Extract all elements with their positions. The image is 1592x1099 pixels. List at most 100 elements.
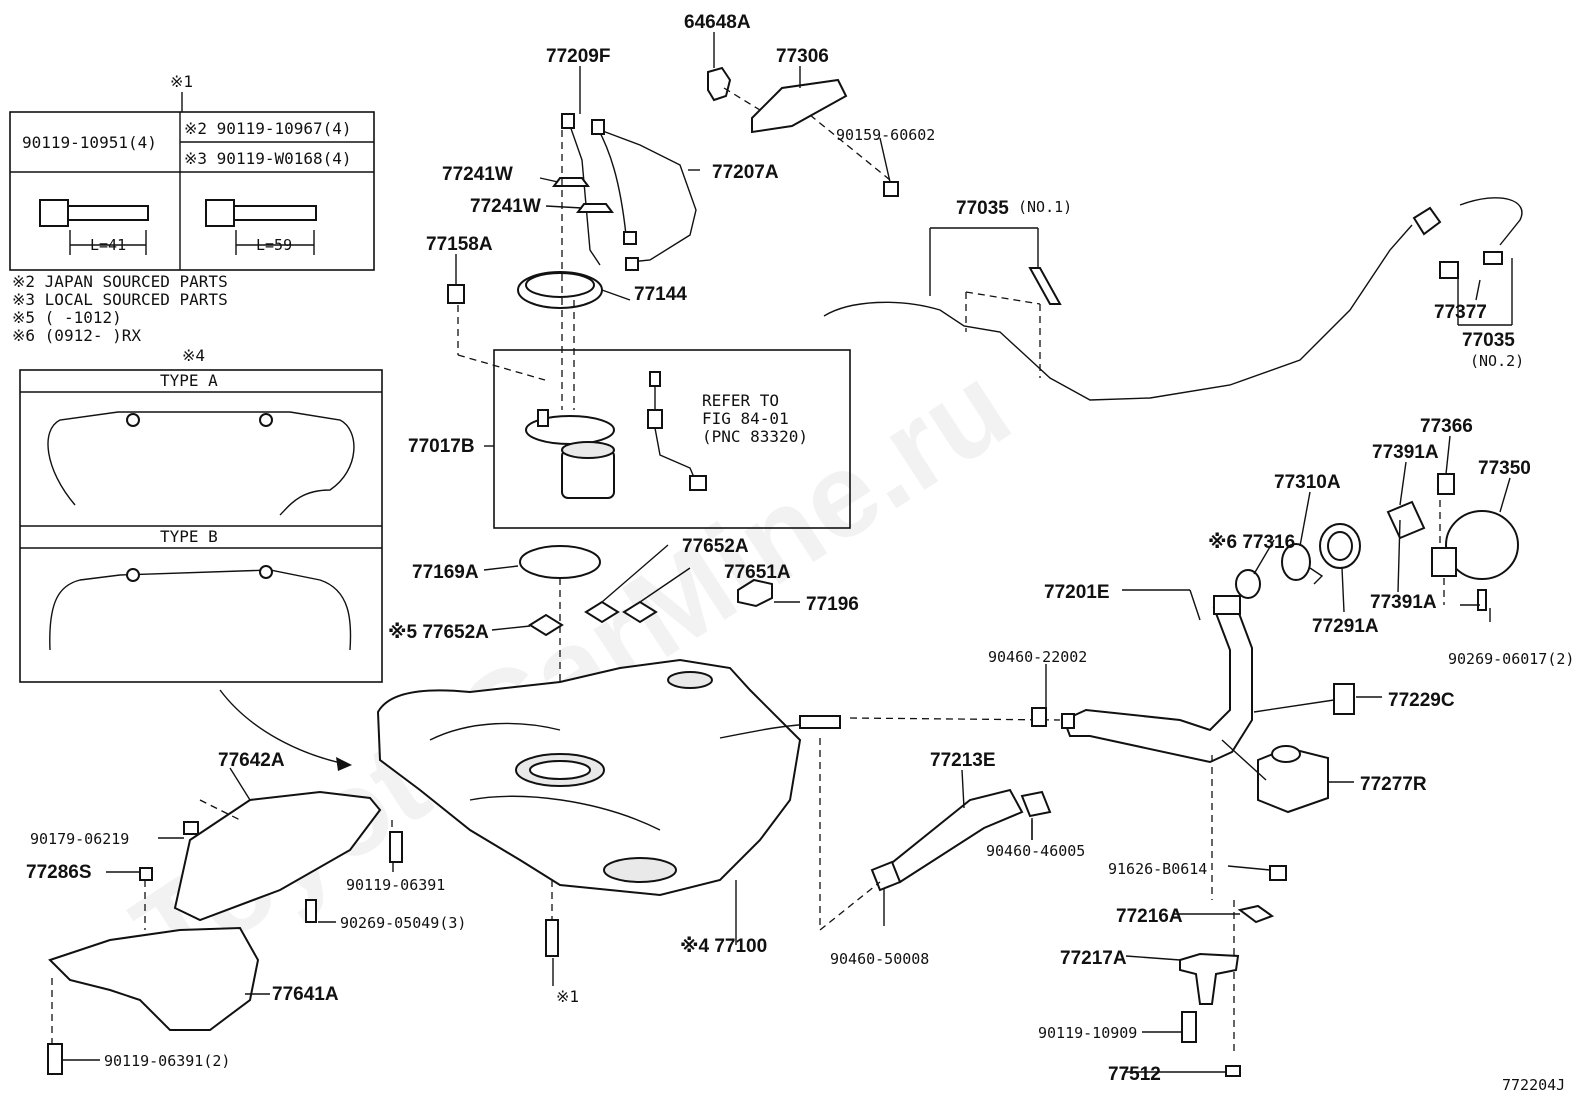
label-77213E: 77213E	[930, 750, 996, 771]
label-77651A: 77651A	[724, 562, 791, 583]
label-77377: 77377	[1434, 302, 1487, 323]
label-90269-05049: 90269-05049(3)	[340, 914, 466, 932]
clip-77366-icon	[1437, 473, 1455, 495]
pad-77652A-1-icon	[528, 613, 564, 637]
label-77350: 77350	[1478, 458, 1531, 479]
label-77241W-2: 77241W	[470, 196, 541, 217]
fuel-tank-77100-icon	[376, 658, 841, 897]
pad-77652A-2-icon	[584, 600, 620, 624]
refer-line-3: (PNC 83320)	[702, 427, 808, 446]
label-77642A: 77642A	[218, 750, 285, 771]
bolt-long-icon	[205, 199, 317, 255]
label-no2: (NO.2)	[1470, 352, 1524, 370]
bolt-long-length: L=59	[256, 236, 292, 254]
label-77241W-1: 77241W	[442, 164, 513, 185]
type-box: ※4 TYPE A TYPE B	[19, 346, 383, 683]
bolt-90119-06391-icon	[389, 831, 403, 863]
arrow-type-to-tank	[219, 689, 351, 766]
bolt-table-mark: ※1	[170, 72, 193, 91]
notes: ※2 JAPAN SOURCED PARTS ※3 LOCAL SOURCED …	[12, 272, 228, 345]
bracket-77217A-icon	[1179, 952, 1240, 1005]
label-90119-06391: 90119-06391	[346, 876, 445, 894]
cap-77310A-icon	[1281, 543, 1311, 581]
protector-77642A-icon	[173, 790, 382, 922]
label-90179-06219: 90179-06219	[30, 830, 129, 848]
label-77217A: 77217A	[1060, 948, 1127, 969]
label-77641A: 77641A	[272, 984, 339, 1005]
label-77391A-1: 77391A	[1372, 442, 1439, 463]
label-90119-10909: 90119-10909	[1038, 1024, 1137, 1042]
label-77286S: 77286S	[26, 862, 92, 883]
screw-90269-05049-icon	[305, 899, 317, 923]
note-local: ※3 LOCAL SOURCED PARTS	[12, 290, 228, 309]
label-77652A-2: ※5 77652A	[388, 622, 489, 643]
bolt-tank-icon	[545, 919, 559, 957]
label-77196: 77196	[806, 594, 859, 615]
clip-77241W-2-icon	[576, 203, 614, 213]
pump-assembly-box	[493, 349, 851, 529]
label-91626-B0614: 91626-B0614	[1108, 860, 1207, 878]
note-5: ※5 ( -1012)	[12, 308, 122, 327]
cover-77306-icon	[751, 78, 848, 134]
label-90119-06391-2: 90119-06391(2)	[104, 1052, 230, 1070]
clamp-90460-22002-icon	[1031, 707, 1047, 727]
refer-line-2: FIG 84-01	[702, 409, 789, 428]
bolt-right-part-1: ※2 90119-10967(4)	[184, 119, 352, 138]
lever-77035-icon	[1412, 206, 1442, 236]
label-77277R: 77277R	[1360, 774, 1427, 795]
clip-77035-no1-icon	[1028, 267, 1062, 305]
pad-77651A-icon	[622, 600, 658, 624]
bolt-short-length: L=41	[90, 236, 126, 254]
label-77310A: 77310A	[1274, 472, 1341, 493]
label-90460-22002: 90460-22002	[988, 648, 1087, 666]
label-77017B: 77017B	[408, 436, 475, 457]
cable-77035	[823, 224, 1413, 401]
label-77306: 77306	[776, 46, 829, 67]
label-64648A: 64648A	[684, 12, 751, 33]
fuel-door-77350-icon	[1445, 510, 1519, 580]
hose-77213E-icon	[886, 788, 1024, 884]
label-77366: 77366	[1420, 416, 1473, 437]
label-77035-no2: 77035	[1462, 330, 1515, 351]
clamp-90460-46005-icon	[1020, 790, 1052, 818]
refer-line-1: REFER TO	[702, 391, 779, 410]
label-90460-50008: 90460-50008	[830, 950, 929, 968]
label-77035-no1: 77035	[956, 198, 1009, 219]
nut-90179-06219-icon	[183, 821, 199, 835]
filler-pipe-77201E-icon	[1062, 598, 1253, 764]
bolt-90159-icon	[883, 181, 899, 197]
label-77158A: 77158A	[426, 234, 493, 255]
type-b-outline	[49, 569, 352, 651]
bracket-64648A-icon	[707, 66, 732, 102]
tank-bolt-mark: ※1	[556, 987, 579, 1006]
label-77291A: 77291A	[1312, 616, 1379, 637]
label-77512: 77512	[1108, 1064, 1161, 1085]
type-box-mark: ※4	[182, 346, 205, 365]
label-77144: 77144	[634, 284, 687, 305]
label-77207A: 77207A	[712, 162, 779, 183]
bolt-91626-B0614-icon	[1269, 865, 1287, 881]
figure-code: 772204J	[1502, 1076, 1565, 1094]
gasket-77391A-icon	[1386, 500, 1426, 540]
tube-77209F	[567, 119, 601, 266]
valve-77158A-icon	[447, 284, 465, 304]
type-a-title: TYPE A	[160, 371, 218, 390]
type-a-outline	[47, 411, 355, 516]
label-77201E: 77201E	[1044, 582, 1110, 603]
clip-77196-icon	[737, 578, 773, 608]
label-77169A: 77169A	[412, 562, 479, 583]
clip-77229C-icon	[1333, 683, 1355, 715]
bolt-90119-06391-2-icon	[47, 1043, 63, 1075]
label-77100: ※4 77100	[680, 936, 767, 957]
ring-77144-icon	[517, 271, 603, 309]
type-b-title: TYPE B	[160, 527, 218, 546]
label-77216A: 77216A	[1116, 906, 1183, 927]
clip-77512-icon	[1225, 1065, 1241, 1077]
label-77229C: 77229C	[1388, 690, 1455, 711]
note-6: ※6 (0912- )RX	[12, 326, 141, 345]
clip-77286S-icon	[139, 867, 153, 881]
seal-77316-icon	[1235, 569, 1261, 599]
fuel-pump-icon	[525, 409, 615, 499]
bolt-short-icon	[39, 199, 149, 255]
